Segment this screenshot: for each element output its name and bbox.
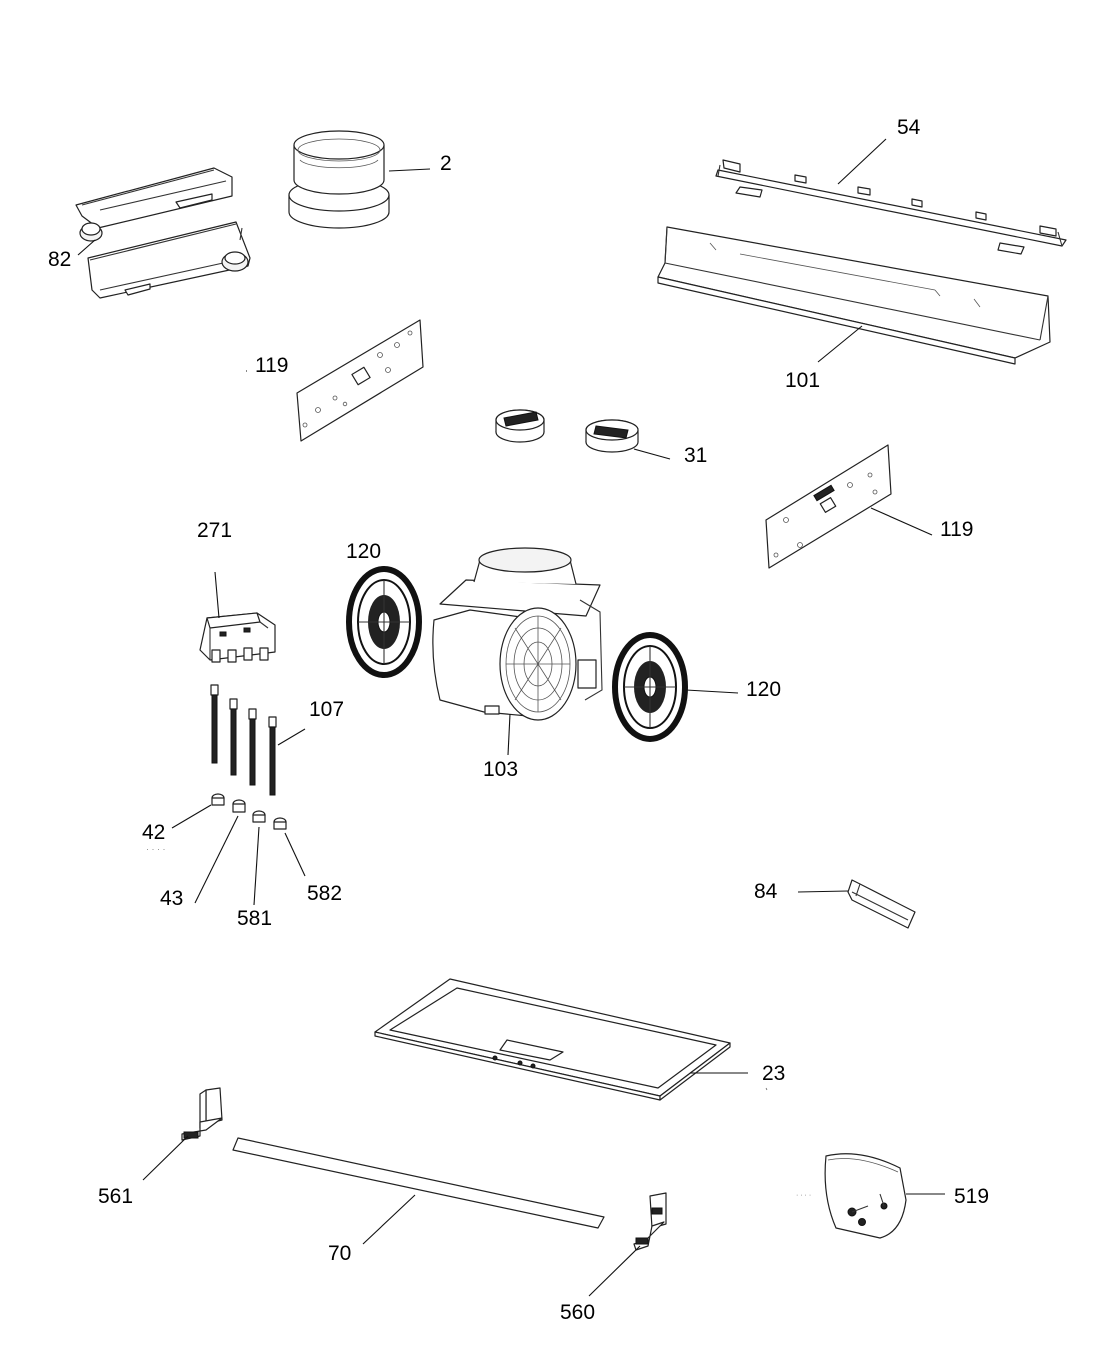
leader-lines — [77, 138, 945, 1297]
label-part-560: 560 — [560, 1301, 595, 1324]
part-560-bracket — [633, 1192, 667, 1251]
part-103-blower-assembly — [432, 547, 603, 721]
label-part-31: 31 — [684, 444, 707, 467]
parts-bushings: · · · · — [146, 793, 287, 854]
label-part-82: 82 — [48, 248, 71, 271]
label-part-119-left: 119 — [255, 354, 288, 377]
part-84-clip — [847, 879, 916, 929]
label-part-561: 561 — [98, 1185, 133, 1208]
part-23-filter-frame — [374, 978, 731, 1101]
label-part-119-right: 119 — [940, 518, 973, 541]
label-part-70: 70 — [328, 1242, 351, 1265]
part-70-flat-strip — [232, 1137, 605, 1229]
part-54-top-rail — [715, 159, 1067, 255]
part-labels: 2 54 82 101 119 31 119 271 120 120 107 1… — [48, 116, 989, 1324]
stray-text-dashes: · · · · — [146, 844, 166, 854]
label-part-120-right: 120 — [746, 678, 781, 701]
label-part-54: 54 — [897, 116, 921, 139]
part-119-plate-right — [765, 444, 892, 569]
part-119-plate-left — [296, 319, 424, 442]
label-part-581: 581 — [237, 907, 272, 930]
stray-text-bag-marks: · · · · — [796, 1192, 811, 1199]
label-part-84: 84 — [754, 880, 778, 903]
part-82-side-brackets — [75, 167, 251, 299]
part-101-channel — [657, 226, 1051, 365]
label-part-101: 101 — [785, 369, 820, 392]
part-561-bracket — [181, 1087, 223, 1141]
part-271-terminal-block — [199, 612, 276, 663]
label-part-582: 582 — [307, 882, 342, 905]
label-part-2: 2 — [440, 152, 452, 175]
label-part-42: 42 — [142, 821, 165, 844]
part-120-fan-wheel-right — [612, 632, 688, 742]
label-part-103: 103 — [483, 758, 518, 781]
part-31-control-knobs — [495, 409, 639, 453]
label-part-43: 43 — [160, 887, 183, 910]
label-part-23: 23 — [762, 1062, 785, 1085]
part-2-duct-collar — [288, 130, 390, 229]
part-120-fan-wheel-left — [346, 566, 422, 678]
label-part-107: 107 — [309, 698, 344, 721]
part-107-rods — [210, 684, 277, 796]
label-part-519: 519 — [954, 1185, 989, 1208]
part-519-hardware-bag: · · · · — [796, 1153, 907, 1239]
label-part-271: 271 — [197, 519, 232, 542]
label-part-120-left: 120 — [346, 540, 381, 563]
